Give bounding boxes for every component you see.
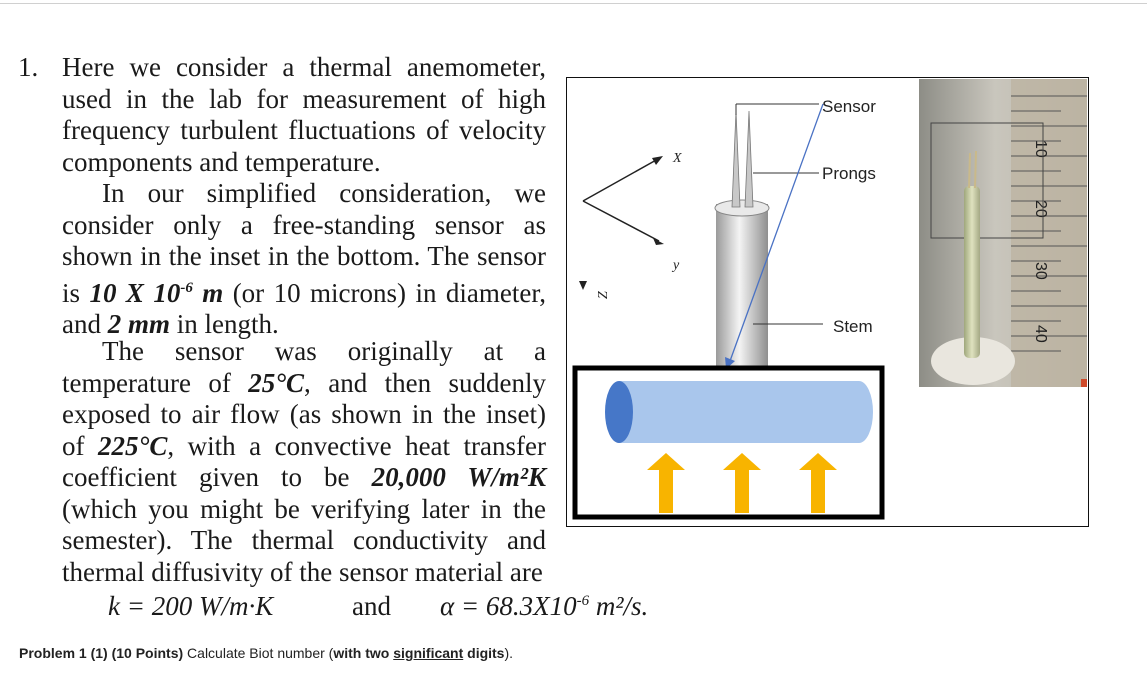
photo-red-mark — [1081, 379, 1088, 387]
text-line: components and temperature. — [62, 146, 381, 177]
probe-stem — [716, 204, 768, 367]
text-line: used in the lab for measurement of high — [62, 83, 546, 114]
ruler-number: 30 — [1032, 262, 1049, 280]
y-axis-label: y — [671, 258, 680, 273]
photo-base — [931, 337, 1015, 385]
top-divider — [0, 3, 1147, 4]
y-axis-line — [582, 200, 660, 242]
z-axis-label: Z — [596, 291, 611, 299]
photo-zoom-box — [930, 122, 1044, 239]
text-line: coefficient given to be 20,000 W/m²K — [62, 462, 546, 492]
text-line: and 2 mm in length. — [62, 309, 279, 339]
formula-and: and — [352, 591, 391, 621]
cylinder-near-end — [605, 381, 633, 443]
text-line: (which you might be verifying later in t… — [62, 493, 546, 524]
text-line: frequency turbulent fluctuations of velo… — [62, 115, 546, 145]
photo-prong — [968, 152, 971, 189]
ruler-number: 20 — [1032, 200, 1049, 218]
x-axis-arrowhead — [652, 156, 663, 165]
photo-prong — [974, 150, 977, 189]
problem-number: 1. — [18, 52, 39, 82]
cylinder-body — [619, 381, 859, 443]
figure-svg: X y Z Sensor Prongs Stem — [572, 79, 1088, 520]
x-axis-line — [582, 158, 659, 202]
text-line: Here we consider a thermal anemometer, — [62, 52, 546, 82]
problem-prompt: Problem 1 (1) (10 Points) Calculate Biot… — [19, 645, 514, 661]
ruler-number: 10 — [1032, 140, 1049, 158]
pointer-line — [729, 103, 824, 362]
right-prong — [744, 110, 754, 208]
flow-arrows — [647, 453, 837, 513]
anemometer-figure: X y Z Sensor Prongs Stem — [566, 77, 1089, 527]
diffusivity-formula: α = 68.3X10-6 m²/s. — [440, 591, 649, 621]
left-prong — [731, 110, 741, 208]
conditions-paragraph: The sensor was originally at a temperatu… — [62, 336, 546, 588]
text-line: shown in the inset in the bottom. The se… — [62, 241, 546, 271]
text-line: thermal diffusivity of the sensor materi… — [62, 556, 543, 587]
conductivity-formula: k = 200 W/m·K — [108, 591, 274, 621]
probe-drawing: Sensor Prongs Stem — [714, 97, 876, 369]
flow-inset — [572, 365, 885, 520]
z-axis-arrowhead — [579, 281, 587, 290]
flow-arrow — [647, 453, 685, 513]
sensor-paragraph: In our simplified consideration, we cons… — [62, 178, 546, 341]
flow-arrow — [799, 453, 837, 513]
ruler-ticks — [1011, 95, 1088, 352]
coordinate-axes: X y Z — [579, 151, 682, 299]
flow-arrow — [723, 453, 761, 513]
text-line: is 10 X 10-6 m (or 10 microns) in diamet… — [62, 277, 546, 308]
text-line: temperature of 25°C, and then suddenly — [62, 367, 546, 398]
text-line: semester). The thermal conductivity and — [62, 525, 546, 555]
stem-label: Stem — [833, 317, 873, 336]
text-line: The sensor was originally at a — [102, 336, 546, 366]
intro-paragraph: Here we consider a thermal anemometer, u… — [62, 52, 546, 178]
prongs-label: Prongs — [822, 164, 876, 183]
cylinder-far-end — [845, 381, 873, 443]
y-axis-arrowhead — [653, 238, 664, 245]
ruler-number: 40 — [1032, 325, 1049, 343]
sensor-label: Sensor — [822, 97, 876, 116]
probe-photo: 10 20 30 40 — [919, 79, 1088, 387]
text-line: In our simplified consideration, we — [102, 178, 546, 208]
stem-top — [714, 199, 770, 217]
x-axis-label: X — [672, 151, 682, 166]
text-line: exposed to air flow (as shown in the ins… — [62, 399, 546, 429]
text-line: consider only a free-standing sensor as — [62, 209, 546, 240]
photo-rod — [964, 186, 980, 358]
text-line: of 225°C, with a convective heat transfe… — [62, 430, 546, 461]
